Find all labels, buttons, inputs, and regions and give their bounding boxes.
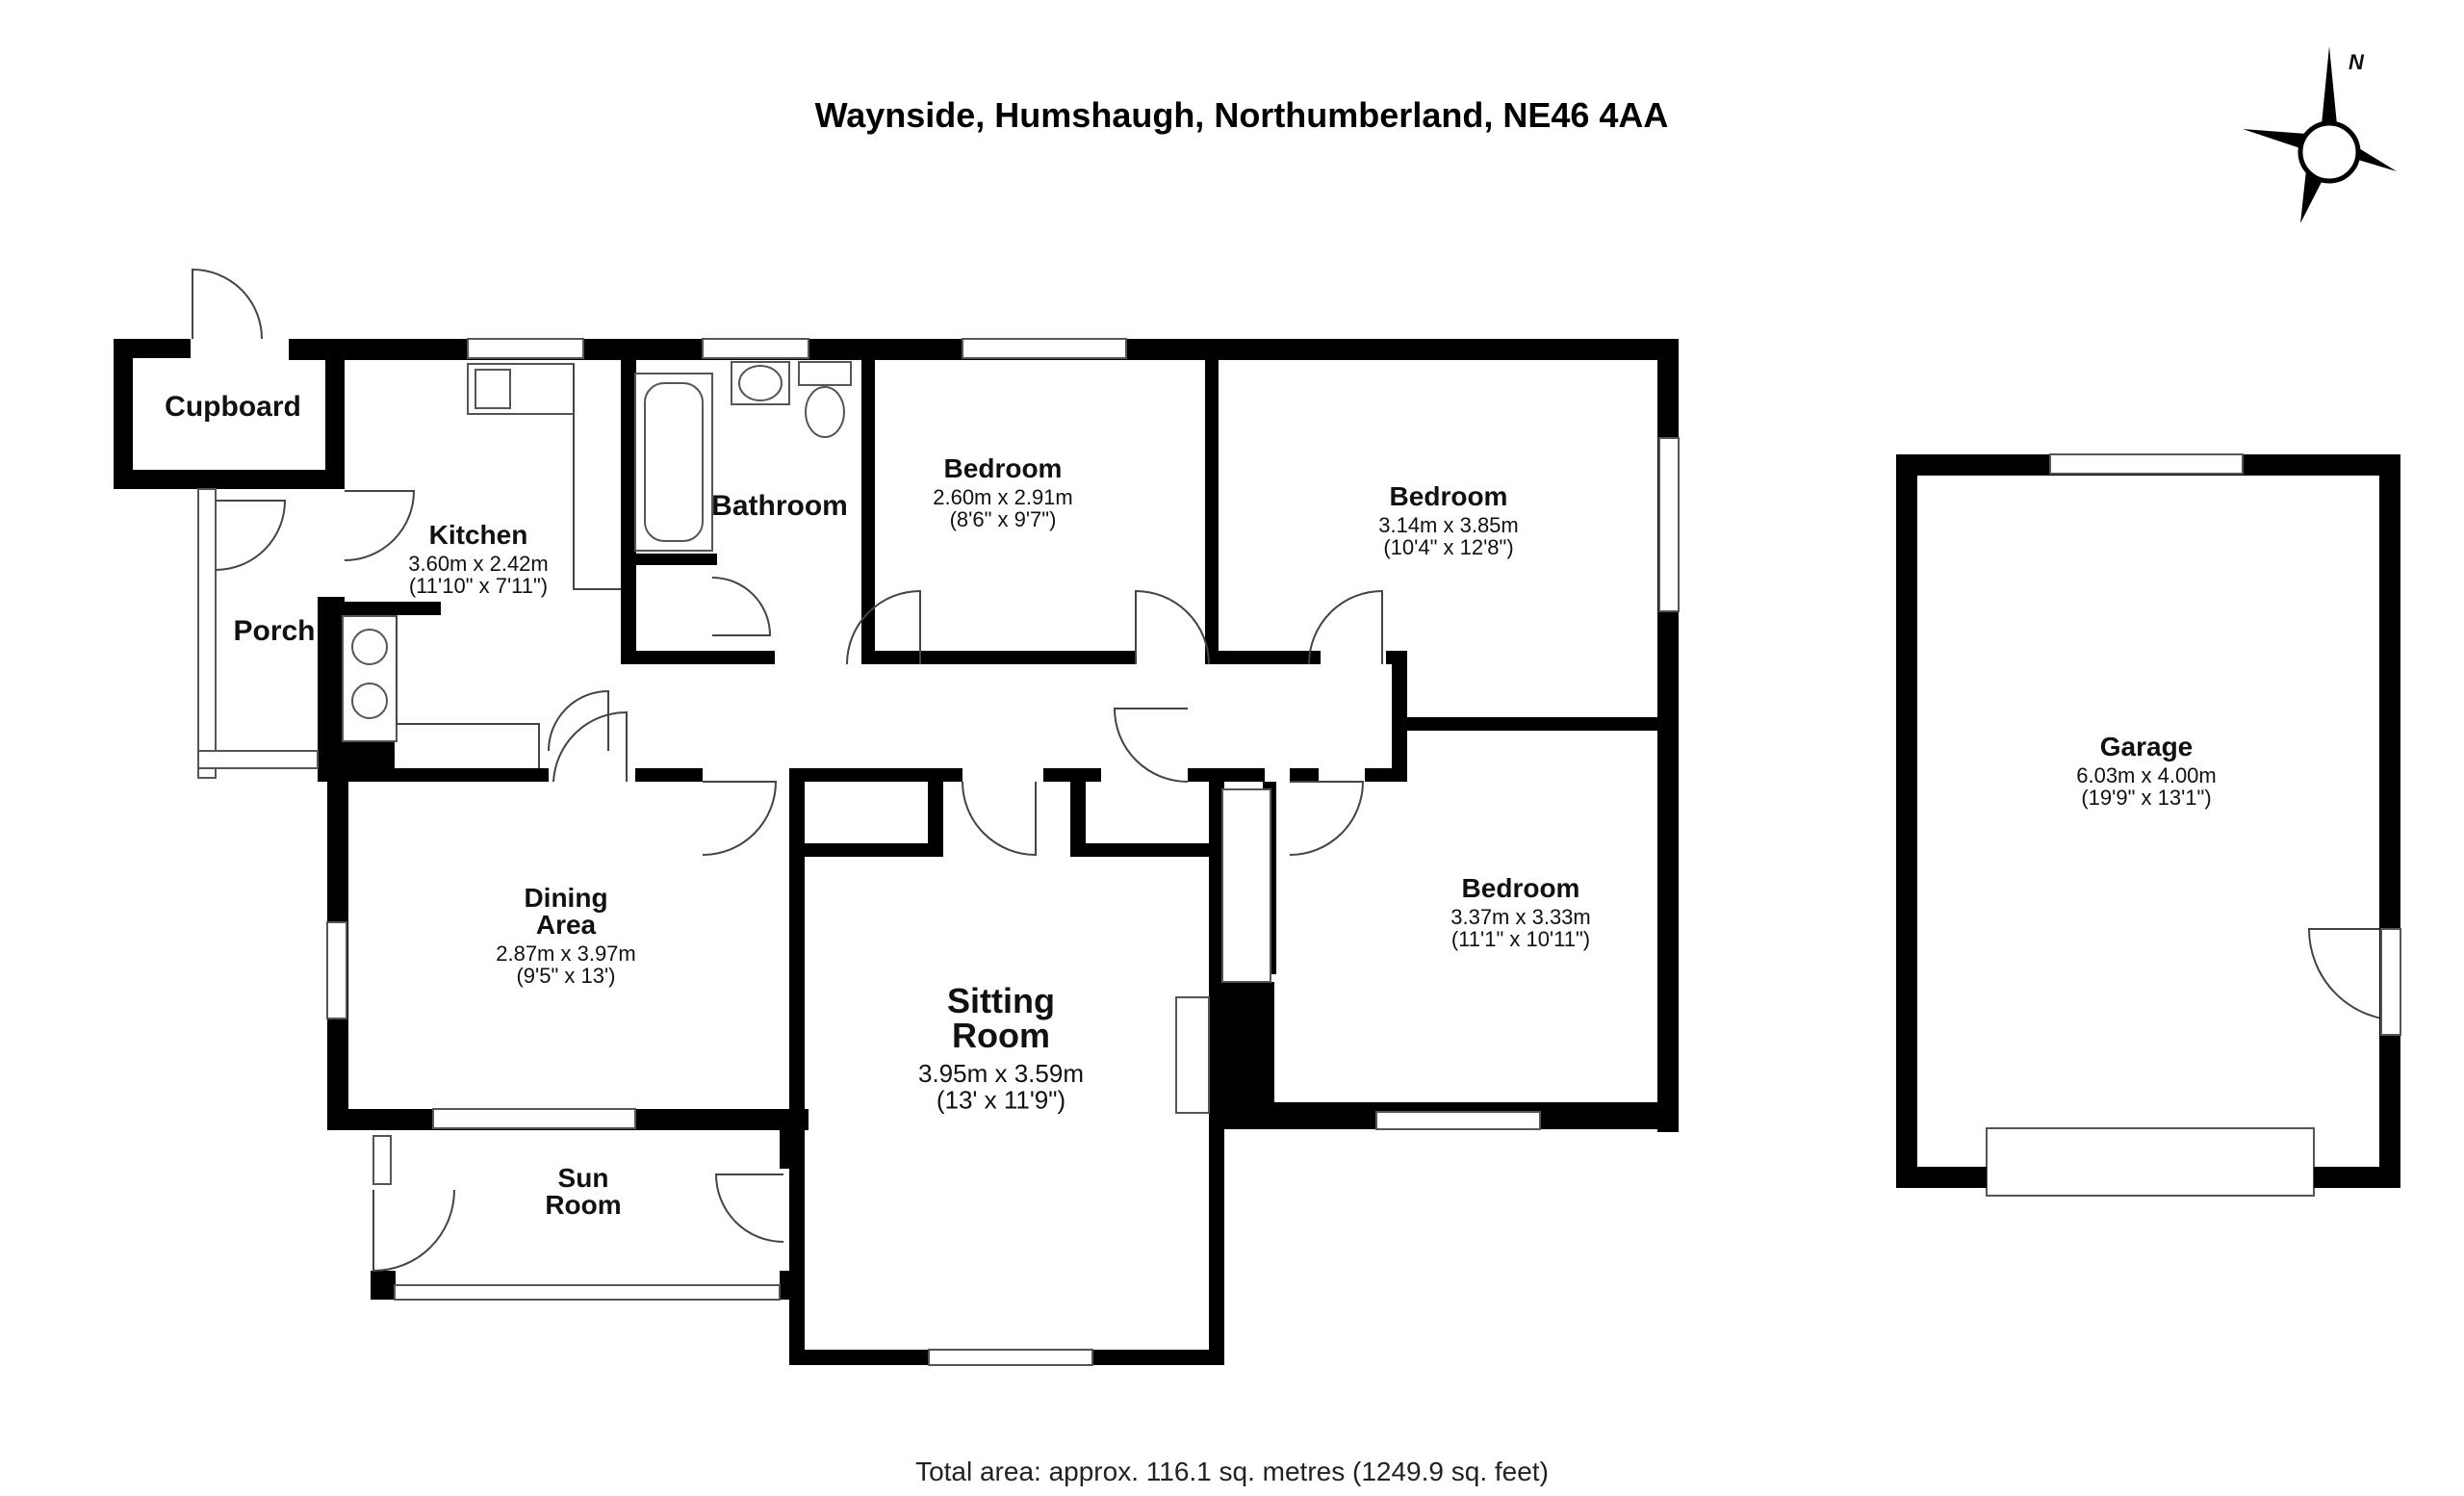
room-name-line: Garage xyxy=(2100,732,2194,761)
room-dims-imperial: (11'1" x 10'11") xyxy=(1451,927,1590,951)
room-dims-imperial: (8'6" x 9'7") xyxy=(950,507,1057,531)
fixtures xyxy=(342,361,2315,1197)
room-name-line: Kitchen xyxy=(429,520,528,550)
room-name-line: Porch xyxy=(233,615,315,647)
room-dims-metric: 3.37m x 3.33m xyxy=(1450,905,1591,929)
room-name-line: Cupboard xyxy=(165,391,301,423)
room-dims-imperial: (11'10" x 7'11") xyxy=(409,574,548,598)
room-name-line: Sitting xyxy=(947,981,1055,1020)
doors xyxy=(192,268,2401,1273)
room-dims-metric: 3.60m x 2.42m xyxy=(408,552,549,576)
room-name-line: Bedroom xyxy=(1462,873,1580,903)
room-name-line: Bedroom xyxy=(944,453,1063,483)
room-dims-imperial: (19'9" x 13'1") xyxy=(2081,786,2211,810)
plan-title: Waynside, Humshaugh, Northumberland, NE4… xyxy=(815,95,1669,135)
room-label-porch: Porch xyxy=(233,615,315,647)
room-dims-imperial: (10'4" x 12'8") xyxy=(1383,535,1513,559)
room-name-line: Bathroom xyxy=(711,490,848,522)
room-dims-imperial: (9'5" x 13') xyxy=(516,964,615,988)
room-name-line: Sun xyxy=(558,1163,609,1193)
room-label-cupboard: Cupboard xyxy=(165,391,301,423)
room-name-line: Room xyxy=(952,1016,1050,1055)
room-dims-metric: 6.03m x 4.00m xyxy=(2076,763,2217,787)
room-dims-metric: 2.60m x 2.91m xyxy=(933,485,1073,509)
room-label-bathroom: Bathroom xyxy=(711,490,848,522)
compass-icon: N xyxy=(2243,46,2397,223)
room-name-line: Room xyxy=(545,1190,621,1220)
windows xyxy=(197,338,1680,1366)
garage-walls xyxy=(1896,453,2401,1188)
room-name-line: Dining xyxy=(524,883,607,913)
room-name-line: Bedroom xyxy=(1390,481,1508,511)
room-name-line: Area xyxy=(536,910,597,940)
room-dims-metric: 3.95m x 3.59m xyxy=(918,1059,1084,1088)
room-dims-imperial: (13' x 11'9") xyxy=(937,1085,1065,1114)
room-dims-metric: 2.87m x 3.97m xyxy=(496,941,636,966)
room-dims-metric: 3.14m x 3.85m xyxy=(1378,513,1519,537)
compass-north-label: N xyxy=(2348,50,2365,74)
total-area: Total area: approx. 116.1 sq. metres (12… xyxy=(915,1457,1549,1486)
